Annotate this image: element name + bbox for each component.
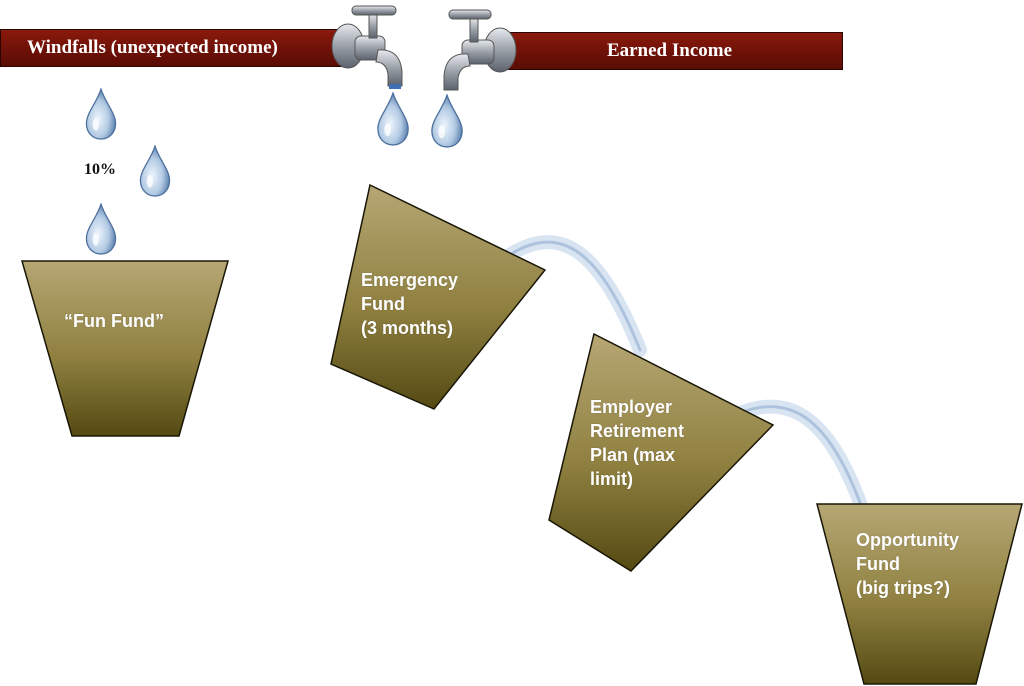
water-drop-icon — [85, 203, 117, 255]
faucet-icon — [331, 5, 403, 89]
water-drop-icon — [431, 94, 463, 148]
faucet-icon — [443, 9, 517, 91]
windfall-percent-label: 10% — [84, 161, 116, 178]
retirement-plan-bucket — [548, 332, 775, 572]
earned-income-pipe: Earned Income — [496, 32, 843, 70]
windfalls-label: Windfalls (unexpected income) — [27, 37, 278, 58]
water-drop-icon — [377, 92, 409, 146]
emergency-fund-bucket — [330, 183, 547, 410]
opportunity-fund-bucket — [816, 503, 1023, 685]
opportunity-fund-label: Opportunity Fund (big trips?) — [856, 530, 959, 598]
windfalls-pipe: Windfalls (unexpected income) — [0, 29, 352, 67]
earned-income-label: Earned Income — [606, 40, 733, 61]
water-drop-icon — [139, 145, 171, 197]
fun-fund-label: “Fun Fund” — [64, 311, 164, 331]
water-stream — [498, 235, 869, 515]
emergency-fund-label: Emergency Fund (3 months) — [361, 270, 459, 338]
water-drop-icon — [85, 88, 117, 140]
fun-fund-bucket — [21, 260, 229, 437]
retirement-plan-label: Employer Retirement Plan (max limit) — [590, 397, 685, 489]
